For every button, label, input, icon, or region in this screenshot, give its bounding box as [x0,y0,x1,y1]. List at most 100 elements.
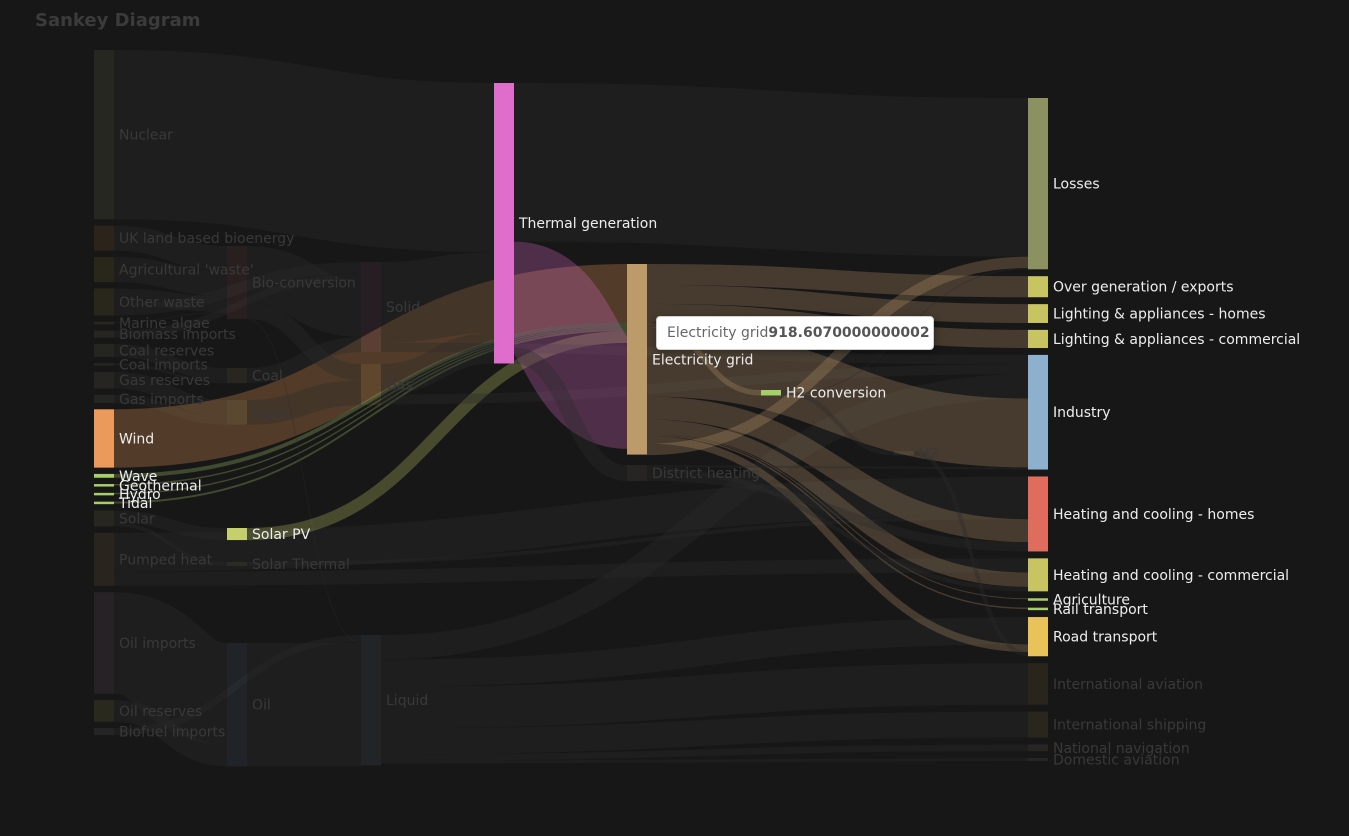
link-ngas-to-gas[interactable] [246,380,362,425]
node-road-transport[interactable] [1028,617,1048,657]
link-coal-to-solid[interactable] [246,336,362,384]
node-other-waste[interactable] [94,288,114,316]
node-oil[interactable] [227,643,247,767]
link-pumped-heat-to-heating-and-cooling-commercial[interactable] [113,558,1029,586]
node-h2[interactable] [894,451,914,456]
node-agricultural-waste[interactable] [94,256,114,283]
node-gas-reserves[interactable] [94,371,114,389]
node-bio-conversion[interactable] [227,246,247,319]
link-biomass-imports-to-solid[interactable] [113,273,362,338]
link-marine-algae-to-bio-conversion[interactable] [113,311,228,323]
link-pumped-heat-to-heating-and-cooling-homes[interactable] [113,476,1029,572]
node-losses[interactable] [1028,98,1048,270]
node-h2-conversion[interactable] [761,390,781,396]
node-wind[interactable] [94,409,114,468]
link-solid-to-thermal-generation[interactable] [380,252,495,343]
node-biofuel-imports[interactable] [94,728,114,736]
node-domestic-aviation[interactable] [1028,758,1048,761]
link-gas-to-thermal-generation[interactable] [380,332,495,395]
node-liquid[interactable] [361,635,381,766]
link-gas-reserves-to-ngas[interactable] [113,371,228,417]
link-h2-conversion-to-h2[interactable] [780,389,895,456]
link-solar-pv-to-electricity-grid[interactable] [246,330,628,541]
link-gas-imports-to-ngas[interactable] [113,394,228,425]
node-pumped-heat[interactable] [94,532,114,586]
node-national-navigation[interactable] [1028,744,1048,752]
link-oil-imports-to-oil[interactable] [110,592,231,745]
node-nuclear[interactable] [94,50,114,220]
link-district-heating-to-industry[interactable] [646,465,1029,470]
link-thermal-generation-to-electricity-grid[interactable] [503,241,638,449]
node-uk-land-based-bioenergy[interactable] [94,225,114,251]
link-gas-to-industry[interactable] [380,364,1029,405]
node-thermal-generation[interactable] [494,83,514,364]
link-other-waste-to-solid[interactable] [113,261,362,316]
node-gas[interactable] [361,364,381,406]
node-international-shipping[interactable] [1028,711,1048,738]
link-district-heating-to-heating-and-cooling-homes[interactable] [646,471,1029,552]
link-liquid-to-international-shipping[interactable] [380,711,1029,755]
link-solar-to-solar-pv[interactable] [113,510,228,541]
link-bio-conversion-to-solid[interactable] [245,245,363,337]
node-gas-imports[interactable] [94,394,114,404]
node-hydro[interactable] [94,492,114,496]
link-electricity-grid-to-losses[interactable] [646,256,1029,456]
node-coal[interactable] [227,368,247,384]
link-electricity-grid-to-industry[interactable] [646,327,1029,468]
node-tidal[interactable] [94,501,114,505]
link-geothermal-to-electricity-grid[interactable] [113,326,628,486]
link-liquid-to-road-transport[interactable] [380,617,1029,687]
node-heating-and-cooling-homes[interactable] [1028,476,1048,552]
link-tidal-to-electricity-grid[interactable] [113,328,628,504]
node-district-heating[interactable] [627,465,647,481]
link-solar-thermal-to-heating-and-cooling-homes[interactable] [246,515,1029,566]
link-coal-imports-to-coal[interactable] [113,363,228,384]
node-coal-reserves[interactable] [94,343,114,357]
link-uk-land-based-bioenergy-to-bio-conversion[interactable] [113,225,228,272]
link-bio-conversion-to-gas[interactable] [246,302,362,381]
link-oil-reserves-to-oil[interactable] [113,700,228,767]
node-solar-thermal[interactable] [227,562,247,566]
node-coal-imports[interactable] [94,363,114,366]
link-liquid-to-national-navigation[interactable] [380,744,1029,761]
node-solar-pv[interactable] [227,528,247,541]
link-electricity-grid-to-heating-and-cooling-commercial[interactable] [646,419,1029,587]
link-district-heating-to-heating-and-cooling-commercial[interactable] [646,467,1029,592]
node-oil-reserves[interactable] [94,700,114,722]
node-industry[interactable] [1028,354,1048,470]
link-liquid-to-industry[interactable] [380,374,1029,660]
link-electricity-grid-to-lighting-appliances-homes[interactable] [646,285,1029,323]
link-liquid-to-international-aviation[interactable] [380,663,1029,729]
link-nuclear-to-thermal-generation[interactable] [113,50,495,253]
node-agriculture[interactable] [1028,598,1048,601]
node-biomass-imports[interactable] [94,330,114,338]
node-lighting-appliances-homes[interactable] [1028,304,1048,323]
node-marine-algae[interactable] [94,321,114,325]
link-thermal-generation-to-losses[interactable] [513,83,1029,257]
link-electricity-grid-to-over-generation-exports[interactable] [646,264,1029,298]
link-liquid-to-domestic-aviation[interactable] [380,758,1029,764]
node-heating-and-cooling-commercial[interactable] [1028,558,1048,592]
node-international-aviation[interactable] [1028,663,1048,705]
link-thermal-generation-to-district-heating[interactable] [513,347,628,481]
link-other-waste-to-bio-conversion[interactable] [113,288,228,312]
link-electricity-grid-to-rail-transport[interactable] [646,434,1029,610]
link-bio-conversion-to-liquid[interactable] [246,318,362,644]
node-solar[interactable] [94,510,114,527]
link-electricity-grid-to-agriculture[interactable] [646,433,1029,600]
link-wave-to-electricity-grid[interactable] [113,322,628,478]
link-biofuel-imports-to-liquid[interactable] [113,634,362,736]
node-lighting-appliances-commercial[interactable] [1028,329,1048,349]
node-electricity-grid[interactable] [627,264,647,455]
node-rail-transport[interactable] [1028,607,1048,611]
link-coal-reserves-to-coal[interactable] [113,343,228,381]
node-wave[interactable] [94,473,114,478]
link-wind-to-electricity-grid[interactable] [113,264,628,468]
node-oil-imports[interactable] [94,592,114,694]
link-electricity-grid-to-heating-and-cooling-homes[interactable] [646,396,1029,543]
node-over-generation-exports[interactable] [1028,276,1048,298]
node-solid[interactable] [361,262,381,353]
link-h2-to-road-transport[interactable] [913,450,1029,657]
link-electricity-grid-to-road-transport[interactable] [646,436,1029,653]
